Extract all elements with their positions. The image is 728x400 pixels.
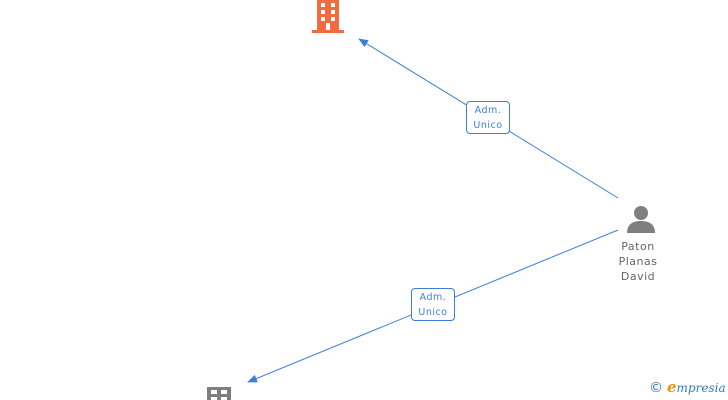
edge-label-bottom[interactable]: Adm. Unico — [411, 288, 455, 321]
company-node-bottom[interactable] — [205, 385, 233, 400]
copyright-icon: © — [649, 380, 663, 396]
edge-label-top-line-1: Adm. — [474, 105, 502, 116]
company-node-top[interactable] — [311, 0, 345, 34]
building-icon — [312, 0, 344, 33]
brand-first-letter: e — [667, 378, 677, 396]
brand-logo: ©empresia — [649, 378, 726, 398]
person-name-line-3: David — [620, 270, 656, 283]
edge-label-bottom-line-2: Unico — [418, 307, 448, 318]
edge-label-bottom-line-1: Adm. — [419, 292, 447, 303]
edge-label-top[interactable]: Adm. Unico — [466, 101, 510, 134]
person-name-line-1: Paton — [621, 240, 655, 253]
brand-name-rest: mpresia — [676, 381, 726, 395]
person-name-line-2: Planas — [618, 255, 658, 268]
person-name-label[interactable]: Paton Planas David — [606, 239, 670, 284]
edge-label-top-line-2: Unico — [473, 120, 503, 131]
person-node[interactable] — [625, 204, 657, 236]
building-icon — [207, 387, 231, 400]
person-icon — [627, 206, 655, 233]
